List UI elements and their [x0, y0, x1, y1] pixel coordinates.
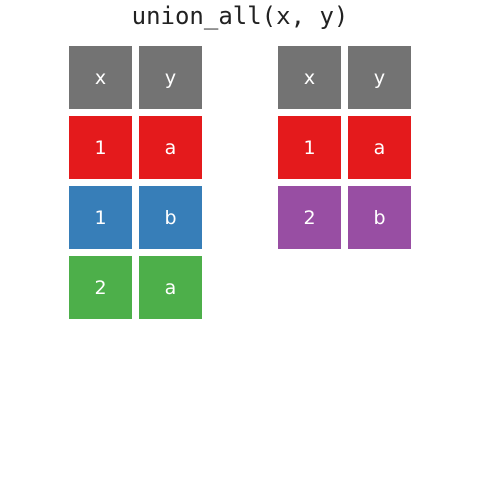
header-row: x y: [278, 46, 411, 109]
header-cell: y: [348, 46, 411, 109]
diagram-title: union_all(x, y): [131, 2, 349, 30]
header-cell: y: [139, 46, 202, 109]
table-row: 1 a: [278, 116, 411, 179]
table-cell: b: [348, 186, 411, 249]
header-cell: x: [278, 46, 341, 109]
table-cell: 1: [69, 116, 132, 179]
table-row: 1 a: [69, 116, 202, 179]
table-row: 2 a: [69, 256, 202, 319]
table-row: 2 b: [278, 186, 411, 249]
header-row: x y: [69, 46, 202, 109]
table-x: x y 1 a 1 b 2 a: [69, 46, 202, 326]
table-cell: 2: [69, 256, 132, 319]
table-row: 1 b: [69, 186, 202, 249]
table-cell: 1: [278, 116, 341, 179]
table-cell: a: [139, 116, 202, 179]
table-y: x y 1 a 2 b: [278, 46, 411, 256]
table-cell: 1: [69, 186, 132, 249]
table-cell: a: [348, 116, 411, 179]
header-cell: x: [69, 46, 132, 109]
table-cell: a: [139, 256, 202, 319]
table-cell: 2: [278, 186, 341, 249]
table-cell: b: [139, 186, 202, 249]
